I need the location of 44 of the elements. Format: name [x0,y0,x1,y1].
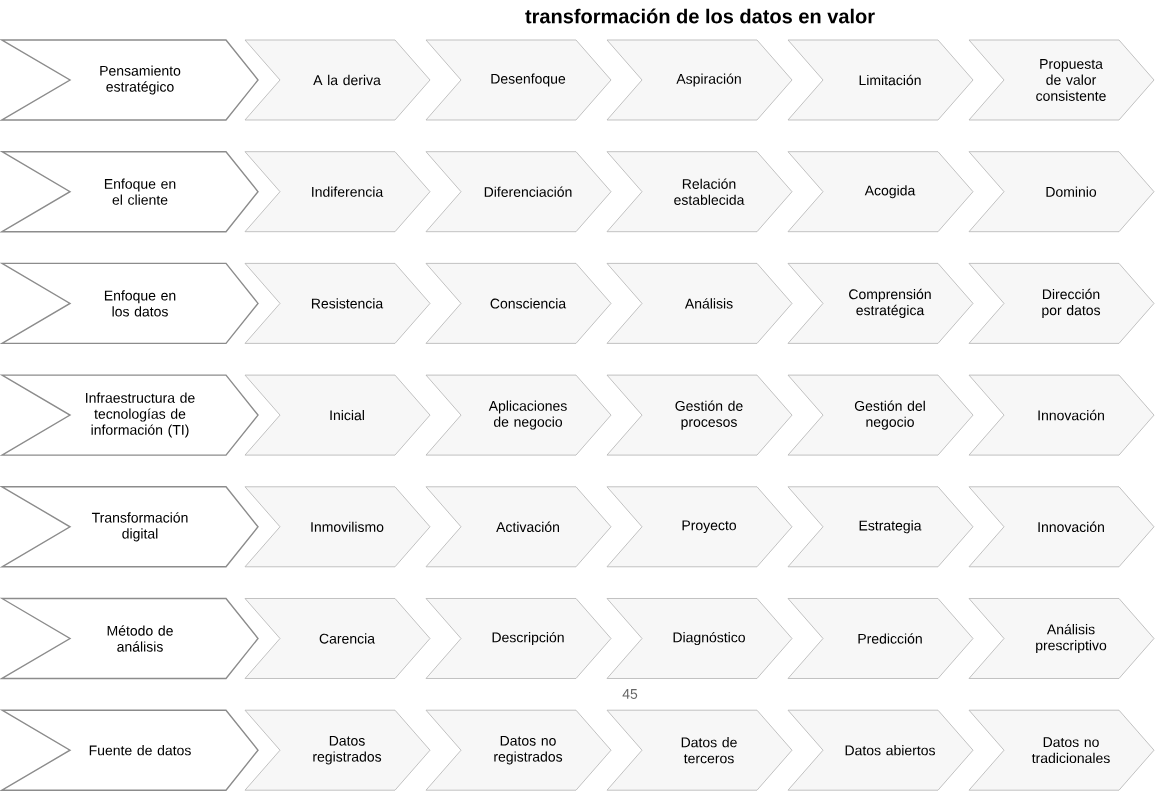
stage-box: Consciencia [425,263,612,344]
stage-box: Aspiración [606,39,793,121]
stage-box: Diagnóstico [606,598,793,679]
stage-box: Carencia [244,598,431,679]
stage-box: Innovación [968,486,1155,568]
stage-box: Resistencia [244,263,431,344]
stage-box: Estrategia [787,486,974,568]
stage-box: Innovación [968,374,1155,456]
stage-box: Acogida [787,151,974,233]
stage-box: Limitación [787,39,974,121]
stage-box: A la deriva [244,39,431,121]
stage-box: Predicción [787,598,974,679]
stage-box: Dirección por datos [968,263,1155,344]
stage-box: Aplicaciones de negocio [425,374,612,456]
stage-box: Datos abiertos [787,709,974,791]
page-number: 45 [622,689,638,699]
stage-box: Indiferencia [244,151,431,233]
stage-box: Propuesta de valor consistente [968,39,1155,121]
stage-box: Datos no tradicionales [968,709,1155,791]
stage-box: Gestión de procesos [606,374,793,456]
stage-box: Datos de terceros [606,709,793,791]
category-box: Pensamiento estratégico [0,39,259,121]
stage-box: Descripción [425,598,612,679]
stage-box: Relación establecida [606,151,793,233]
stage-box: Inicial [244,374,431,456]
category-box: Método de análisis [0,597,259,680]
stage-box: Comprensión estratégica [787,263,974,344]
stage-box: Diferenciación [425,151,612,233]
category-box: Fuente de datos [0,709,259,791]
stage-box: Inmovilismo [244,486,431,568]
category-box: Enfoque en los datos [0,262,259,345]
category-box: Infraestructura de tecnologías de información (TI) [0,374,259,456]
stage-box: Activación [425,486,612,568]
stage-box: Datos registrados [244,709,431,791]
category-box: Transformación digital [0,486,259,568]
stage-box: Datos no registrados [425,709,612,791]
stage-box: Proyecto [606,486,793,568]
stage-box: Dominio [968,151,1155,233]
title: transformación de los datos en valor [525,8,875,24]
stage-box: Desenfoque [425,39,612,121]
stage-box: Análisis [606,263,793,344]
category-box: Enfoque en el cliente [0,151,259,233]
stage-box: Análisis prescriptivo [968,598,1155,679]
stage-box: Gestión del negocio [787,374,974,456]
